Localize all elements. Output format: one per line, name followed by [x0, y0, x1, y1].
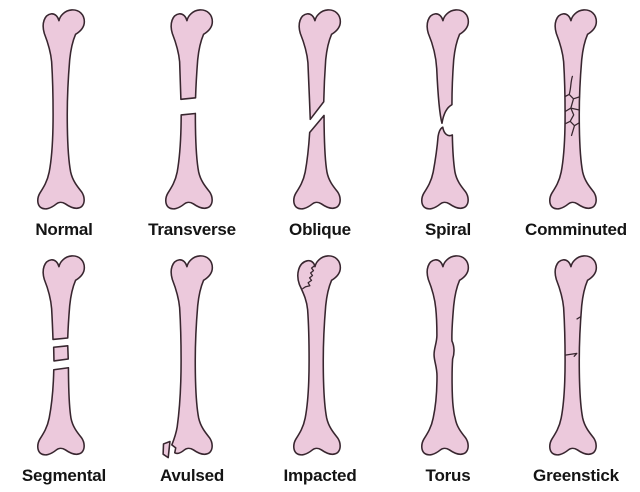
comminuted-fracture-illustration [549, 9, 598, 210]
fracture-cell-transverse: Transverse [128, 0, 256, 246]
greenstick-fracture-illustration [549, 255, 598, 456]
fracture-label: Avulsed [159, 466, 225, 485]
impacted-fracture-illustration [293, 255, 342, 456]
fracture-label: Greenstick [533, 466, 619, 485]
torus-fracture-illustration [421, 255, 470, 456]
fracture-label: Oblique [289, 220, 351, 239]
fracture-label: Torus [425, 466, 471, 485]
fracture-cell-spiral: Spiral [384, 0, 512, 246]
fracture-label: Transverse [148, 220, 236, 239]
normal-bone-illustration [37, 9, 86, 210]
fracture-label: Segmental [21, 466, 107, 485]
segmental-fracture-illustration [37, 255, 86, 456]
fracture-label: Impacted [283, 466, 357, 485]
fracture-cell-segmental: Segmental [0, 246, 128, 492]
fracture-label: Comminuted [525, 220, 627, 239]
transverse-fracture-illustration [165, 9, 214, 210]
fracture-cell-impacted: Impacted [256, 246, 384, 492]
fracture-cell-torus: Torus [384, 246, 512, 492]
fracture-label: Normal [35, 220, 93, 239]
fracture-label: Spiral [424, 220, 472, 239]
fracture-cell-greenstick: Greenstick [512, 246, 640, 492]
fracture-cell-comminuted: Comminuted [512, 0, 640, 246]
fracture-cell-avulsed: Avulsed [128, 246, 256, 492]
avulsed-fracture-illustration [162, 255, 214, 459]
oblique-fracture-illustration [293, 9, 342, 210]
fracture-cell-oblique: Oblique [256, 0, 384, 246]
spiral-fracture-illustration [421, 9, 470, 210]
fracture-cell-normal: Normal [0, 0, 128, 246]
